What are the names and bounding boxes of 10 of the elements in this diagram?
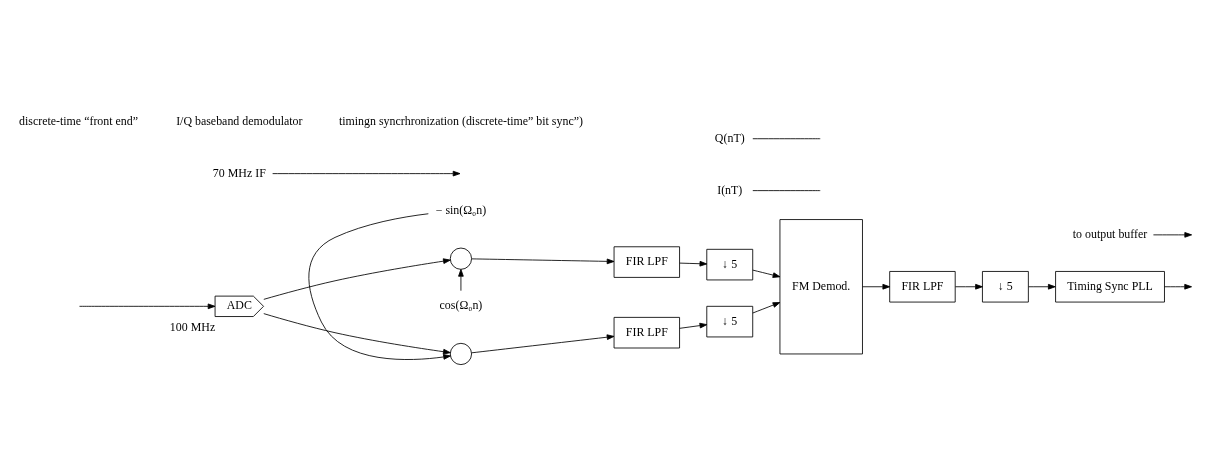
node-text: − sin(Ω₀n) bbox=[435, 203, 487, 218]
node-text: Q(nT) bbox=[714, 130, 745, 145]
node-text: 70 MHz IF bbox=[212, 165, 266, 180]
node-label: 100 MHz bbox=[169, 320, 216, 335]
node-text: to output buffer bbox=[1072, 227, 1148, 242]
node-text: cos(Ω₀n) bbox=[439, 298, 483, 313]
label: timingn syncrhronization (discrete-time” bit sync”) bbox=[338, 113, 583, 128]
label: I/Q baseband demodulator bbox=[176, 113, 303, 128]
node-text: I(nT) bbox=[717, 182, 743, 197]
label: discrete-time “front end” bbox=[19, 113, 139, 128]
